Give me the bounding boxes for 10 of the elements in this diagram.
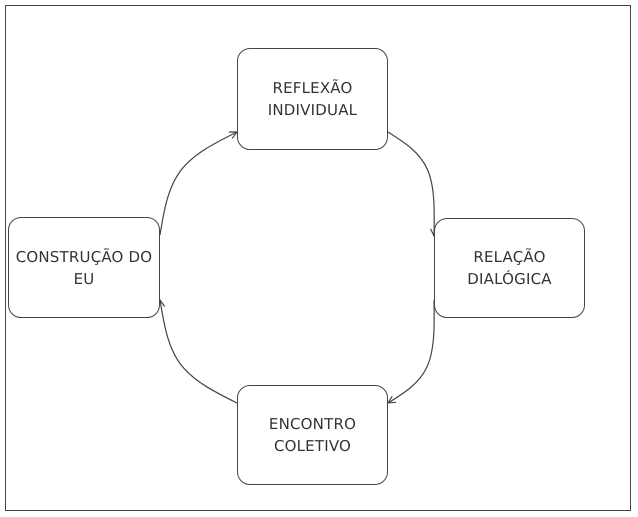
process-box	[434, 218, 585, 318]
process-box	[237, 48, 388, 150]
node-label: REFLEXÃO INDIVIDUAL	[266, 78, 358, 121]
node-label: CONSTRUÇÃO DO EU	[14, 246, 154, 290]
curved-arrow	[387, 300, 435, 404]
process-box	[237, 385, 388, 485]
node-label: RELAÇÃO DIALÓGICA	[466, 247, 553, 290]
curved-arrow	[159, 131, 238, 236]
node-label: ENCONTRO COLETIVO	[268, 414, 358, 457]
process-box	[8, 217, 160, 318]
